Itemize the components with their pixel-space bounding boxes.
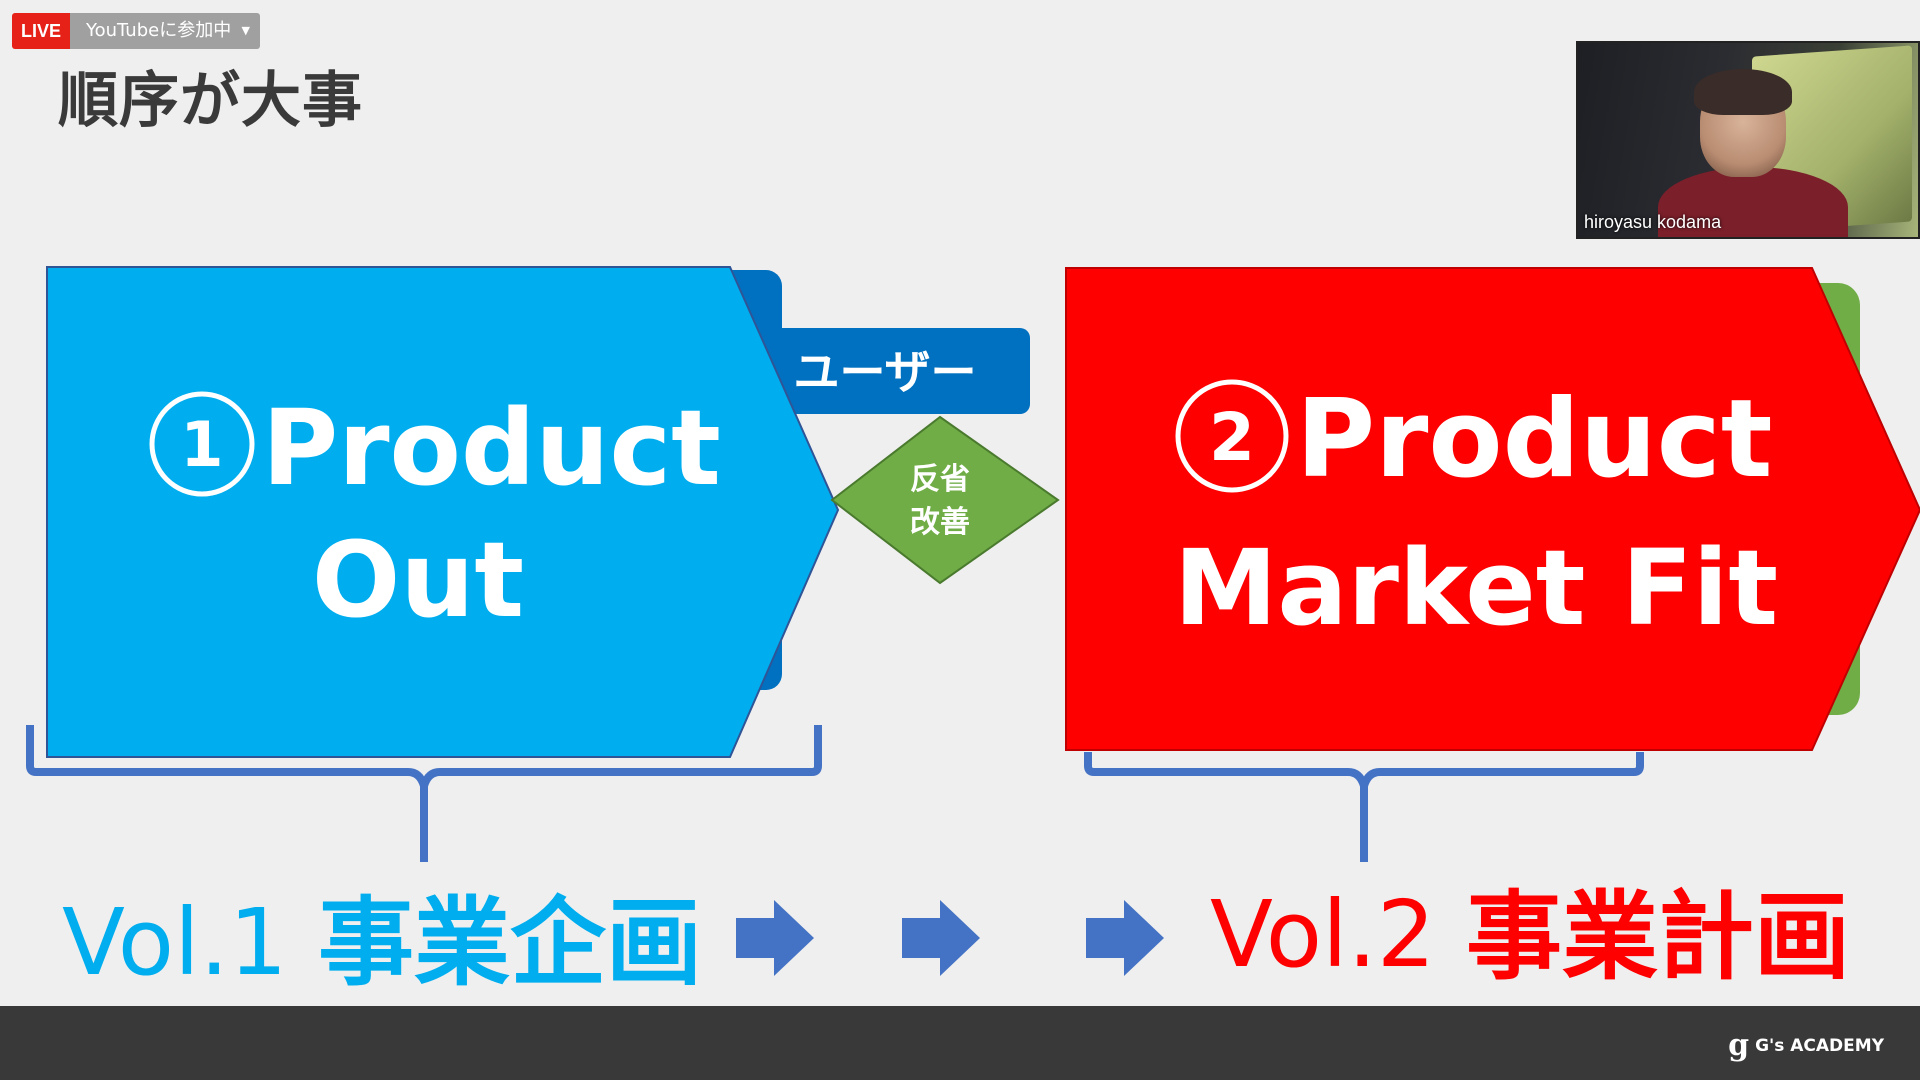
g-logo-icon: g [1728, 1028, 1750, 1063]
user-tab-label: ユーザー [793, 345, 976, 399]
pmf-line2: Market Fit [1174, 527, 1778, 649]
live-badge: LIVE [12, 13, 70, 49]
arrow-icon [736, 900, 814, 976]
live-status-label: YouTubeに参加中 [86, 20, 232, 41]
diamond-line2: 改善 [910, 505, 970, 540]
svg-text:2: 2 [1209, 399, 1255, 476]
chevron-down-icon: ▼ [241, 24, 250, 37]
slide-title: 順序が大事 [58, 66, 363, 136]
number-circle-2 [1175, 379, 1289, 493]
slide-diagram: ユーザー 1 Product Out 反省 改善 2 Product Marke… [26, 266, 1920, 999]
product-out-block [46, 266, 840, 758]
vol1-label: Vol.1 [62, 889, 287, 996]
vol2-label: Vol.2 [1210, 881, 1435, 988]
bracket-right [1084, 752, 1644, 862]
arrow-icon [902, 900, 980, 976]
footer-logo-text: G's ACADEMY [1755, 1036, 1884, 1056]
svg-text:1: 1 [180, 408, 223, 481]
vol1-title: 事業企画 [318, 887, 702, 999]
arrow-icon [1086, 900, 1164, 976]
product-out-line1: Product [262, 387, 721, 509]
vol2-title: 事業計画 [1466, 881, 1850, 993]
participant-name: hiroyasu kodama [1584, 212, 1722, 232]
speaker-body [1658, 167, 1848, 237]
live-status-dropdown[interactable]: YouTubeに参加中 ▼ [70, 13, 260, 49]
user-tab [740, 328, 1030, 414]
pmf-block [1065, 267, 1920, 751]
webcam-tile[interactable]: hiroyasu kodama [1576, 41, 1920, 239]
bracket-left [26, 725, 822, 862]
number-circle-1 [149, 391, 255, 497]
product-out-line2: Out [312, 519, 524, 641]
pmf-line1: Product [1296, 377, 1772, 502]
reflect-improve-diamond [830, 415, 1060, 585]
speaker-hair [1694, 69, 1792, 115]
diamond-line1: 反省 [910, 462, 970, 497]
